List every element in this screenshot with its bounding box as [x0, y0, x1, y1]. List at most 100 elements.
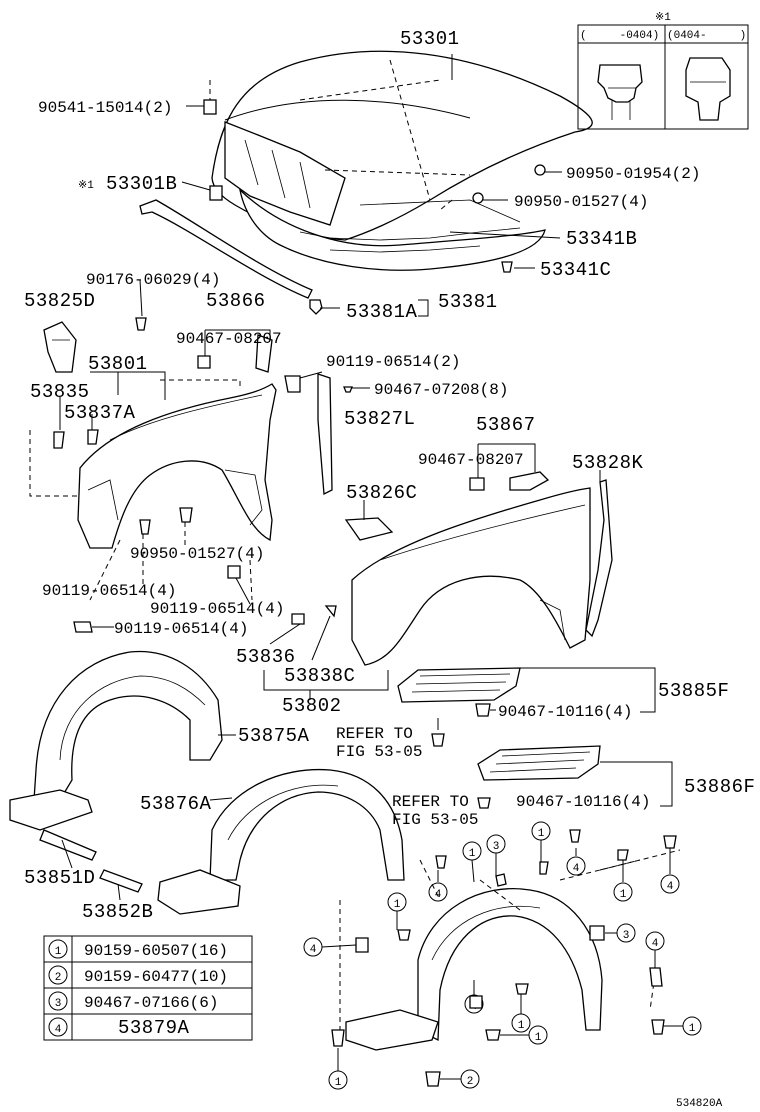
svg-text:4: 4 [652, 938, 659, 950]
marker: 1 [328, 1070, 348, 1090]
label-seal-53381a: 53381A [346, 301, 418, 323]
label-shield-53885f: 53885F [658, 680, 729, 702]
legend-num: 1 [55, 946, 62, 958]
label-set-53867: 53867 [476, 414, 536, 436]
inset-note: ※1 [655, 12, 671, 24]
label-liner-53875a: 53875A [238, 725, 310, 747]
legend-part: 53879A [118, 1017, 190, 1039]
svg-text:1: 1 [620, 889, 627, 901]
label-seal-53852b: 53852B [82, 901, 153, 923]
svg-text:1: 1 [469, 848, 476, 860]
marker: 4 [566, 856, 586, 876]
marker: 2 [460, 1069, 480, 1089]
svg-text:1: 1 [689, 1023, 696, 1035]
label-hood-insulator: 53341B [566, 228, 637, 250]
label-fender-53802: 53802 [282, 695, 342, 717]
label-ref-mark: ※1 [78, 180, 94, 192]
label-clip-08207-left: 90467-08207 [176, 330, 282, 348]
fender-liners [9, 650, 603, 1051]
inset-box: ※1 ( -0404) (0404- ) [577, 12, 749, 130]
label-clip-10116-b: 90467-10116(4) [516, 793, 650, 811]
legend-part: 90159-60507(16) [84, 942, 228, 960]
svg-text:1: 1 [535, 1032, 542, 1044]
label-cushion-1527-mid: 90950-01527(4) [130, 545, 264, 563]
svg-text:4: 4 [310, 944, 317, 956]
marker: 1 [528, 1025, 548, 1045]
label-part-53838c: 53838C [284, 665, 355, 687]
marker: 4 [428, 882, 448, 902]
label-part-53835: 53835 [30, 381, 90, 403]
circled-markers: 1 3 1 4 4 1 4 1 3 4 4 4 1 1 1 1 2 [303, 821, 702, 1090]
label-set-53866: 53866 [206, 290, 266, 312]
svg-text:4: 4 [573, 863, 580, 875]
legend-num: 4 [55, 1024, 62, 1036]
label-refer-a-line2: FIG 53-05 [336, 743, 422, 761]
label-seal-53381: 53381 [438, 291, 498, 313]
legend-part: 90467-07166(6) [84, 994, 218, 1012]
label-refer-b-line1: REFER TO [392, 793, 469, 811]
right-fender-drawing [351, 487, 591, 666]
marker: 4 [303, 937, 323, 957]
svg-text:2: 2 [467, 1076, 474, 1088]
marker: 1 [682, 1016, 702, 1036]
label-figure-code: 534820A [676, 1098, 723, 1110]
label-clip-08207-right: 90467-08207 [418, 451, 524, 469]
label-seal-53828k: 53828K [572, 452, 644, 474]
label-refer-b-line2: FIG 53-05 [392, 811, 478, 829]
label-seal-53827l: 53827L [344, 408, 415, 430]
marker: 3 [616, 923, 636, 943]
svg-text:3: 3 [493, 841, 500, 853]
marker: 4 [660, 874, 680, 894]
legend-num: 2 [55, 972, 62, 984]
marker: 1 [462, 841, 482, 861]
label-shield-53886f: 53886F [684, 776, 755, 798]
label-screw-06514-c: 90119-06514(4) [150, 600, 284, 618]
legend-table: 1 90159-60507(16) 2 90159-60477(10) 3 90… [43, 935, 253, 1041]
marker: 1 [531, 821, 551, 841]
inset-col-right: (0404- ) [667, 30, 746, 42]
label-liner-53876a: 53876A [140, 793, 212, 815]
hardware [73, 99, 546, 809]
label-set-53801: 53801 [88, 353, 148, 375]
marker: 1 [613, 882, 633, 902]
label-spacer-53826c: 53826C [346, 482, 417, 504]
label-bracket-53825d: 53825D [24, 290, 95, 312]
marker: 1 [511, 1013, 531, 1033]
svg-text:4: 4 [435, 889, 442, 901]
svg-text:1: 1 [538, 828, 545, 840]
label-screw-06514-b: 90119-06514(4) [42, 582, 176, 600]
label-clip-10116-a: 90467-10116(4) [498, 703, 632, 721]
inset-col-left: ( -0404) [580, 30, 659, 42]
label-part-53836: 53836 [236, 646, 296, 668]
marker: 3 [486, 834, 506, 854]
splash-shields [397, 667, 601, 781]
svg-text:1: 1 [394, 899, 401, 911]
svg-text:4: 4 [667, 881, 674, 893]
label-seal-53851d: 53851D [24, 867, 95, 889]
left-fender-drawing [43, 321, 613, 638]
label-insulator-clip: 53341C [540, 259, 611, 281]
callout-labels: 53301 90541-15014(2) ※1 53301B 90950-019… [24, 28, 755, 1110]
legend-row: 2 90159-60477(10) [48, 965, 228, 986]
label-cushion-1527-top: 90950-01527(4) [514, 193, 648, 211]
marker: 4 [645, 931, 665, 951]
svg-text:3: 3 [623, 930, 630, 942]
marker: 1 [387, 892, 407, 912]
label-hood-seal: 53301B [106, 173, 177, 195]
label-clip-6029: 90176-06029(4) [86, 271, 220, 289]
label-part-53837a: 53837A [64, 402, 136, 424]
leader-lines [29, 54, 681, 1030]
legend-num: 3 [55, 998, 62, 1010]
label-hood: 53301 [400, 28, 460, 50]
label-refer-a-line1: REFER TO [336, 725, 413, 743]
svg-text:1: 1 [335, 1077, 342, 1089]
label-cushion-1954: 90950-01954(2) [566, 165, 700, 183]
label-clip-07208: 90467-07208(8) [374, 381, 508, 399]
legend-row: 3 90467-07166(6) [48, 991, 218, 1012]
label-screw-06514-d: 90119-06514(4) [114, 620, 248, 638]
label-screw-06514-a: 90119-06514(2) [326, 353, 460, 371]
svg-text:1: 1 [518, 1020, 525, 1032]
legend-row: 4 53879A [48, 1017, 190, 1039]
